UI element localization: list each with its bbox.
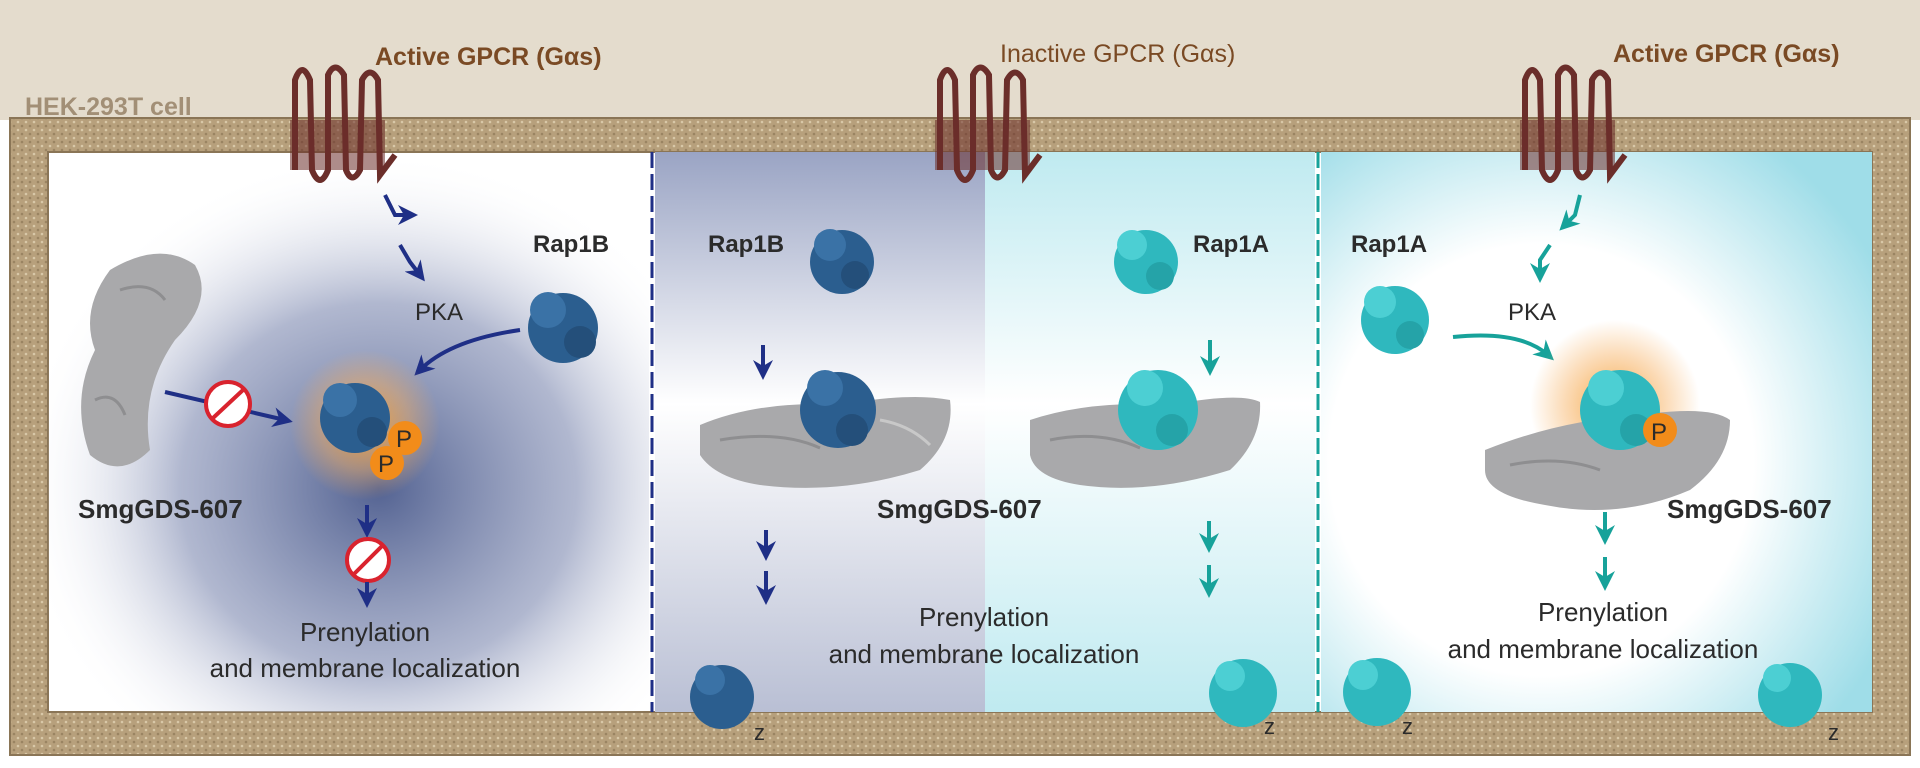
- rap1a-protein-icon: [1361, 286, 1429, 354]
- rap1a-protein-icon: [1118, 370, 1198, 450]
- panel-3-gtpase-label: Rap1A: [1193, 231, 1269, 258]
- rap1b-protein-icon: [810, 229, 874, 294]
- phospho-mark: P: [1651, 419, 1667, 446]
- panel-1-chaperone-label: SmgGDS-607: [78, 494, 243, 524]
- panel-4-kinase-label: PKA: [1508, 299, 1556, 326]
- prenyl-anchor-mark: z: [1264, 714, 1275, 739]
- block-icon: [204, 380, 252, 428]
- gpcr-icon: [935, 64, 1043, 184]
- panel-1-kinase-label: PKA: [415, 299, 463, 326]
- rap1a-protein-icon: [1580, 370, 1660, 450]
- arrow: [414, 328, 521, 376]
- block-icon: [345, 537, 391, 583]
- phospho-mark: P: [378, 451, 394, 478]
- smggds-protein-icon: [81, 253, 202, 467]
- panel-2-outcome-line1: Prenylation: [919, 602, 1049, 632]
- phospho-mark: P: [396, 426, 412, 453]
- arrow: [1530, 243, 1552, 283]
- rap1b-protein-icon: [320, 383, 390, 453]
- panel-4-gtpase-label: Rap1A: [1351, 231, 1427, 258]
- arrow: [398, 243, 425, 282]
- prenyl-anchor-mark: z: [1828, 720, 1839, 745]
- arrow: [1559, 194, 1582, 231]
- panel-4-gpcr-label: Active GPCR (Gαs): [1613, 40, 1840, 68]
- phospho-icon: [1643, 413, 1677, 447]
- rap1a-protein-icon: [1758, 663, 1822, 727]
- panel-1-outcome-line1: Prenylation: [300, 617, 430, 647]
- extracellular-band: [0, 0, 1920, 120]
- cell-label: HEK-293T cell: [25, 93, 192, 121]
- panel-2-gpcr-label: Inactive GPCR (Gαs): [1000, 40, 1235, 68]
- panel-2-chaperone-label: SmgGDS-607: [877, 494, 1042, 524]
- panel-1-outcome-line2: and membrane localization: [210, 653, 521, 683]
- prenyl-anchor-mark: z: [754, 720, 765, 745]
- prenyl-anchor-mark: z: [1402, 714, 1413, 739]
- rap1b-protein-icon: [690, 665, 754, 729]
- rap1a-protein-icon: [1343, 658, 1411, 726]
- rap1b-protein-icon: [800, 370, 876, 448]
- panel-4-outcome-line1: Prenylation: [1538, 597, 1668, 627]
- rap1b-protein-icon: [528, 292, 598, 363]
- phospho-icon: [370, 446, 404, 480]
- arrow: [383, 194, 418, 225]
- panel-2-gtpase-label: Rap1B: [708, 231, 784, 258]
- panel-4-chaperone-label: SmgGDS-607: [1667, 494, 1832, 524]
- panel-4-outcome-line2: and membrane localization: [1448, 634, 1759, 664]
- panel-1-gpcr-label: Active GPCR (Gαs): [375, 43, 602, 71]
- gpcr-icon: [290, 64, 398, 184]
- panel-2-outcome-line2: and membrane localization: [829, 639, 1140, 669]
- phospho-icon: [388, 421, 422, 455]
- gpcr-icon: [1520, 64, 1628, 184]
- arrow: [1452, 333, 1554, 361]
- rap1a-protein-icon: [1209, 659, 1277, 727]
- rap1a-protein-icon: [1114, 230, 1178, 294]
- panel-1-gtpase-label: Rap1B: [533, 231, 609, 258]
